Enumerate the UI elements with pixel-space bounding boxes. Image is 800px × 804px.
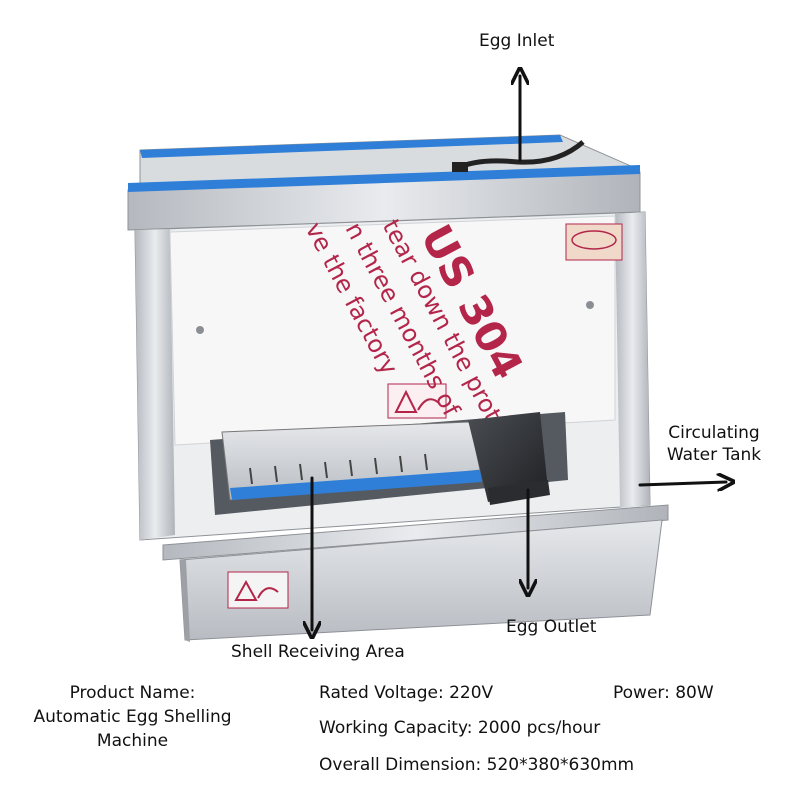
product-name-label: Product Name: [69,683,196,703]
circulating-water-tank-label: Circulating Water Tank [654,422,774,466]
brand-plate [565,223,623,261]
film-sticker-icon [387,383,447,419]
power-spec: Power: 80W [613,683,714,703]
egg-inlet-label: Egg Inlet [479,31,555,51]
circulating-water-tank [162,504,669,642]
water-tank-label-line1: Circulating [668,423,760,443]
product-name-line1: Automatic Egg Shelling [33,707,232,727]
overall-dimension-spec: Overall Dimension: 520*380*630mm [319,755,635,775]
shell-receiving-area-label: Shell Receiving Area [231,642,405,662]
product-name-block: Product Name: Automatic Egg Shelling Mac… [10,681,255,753]
water-tank-label-line2: Water Tank [666,445,762,465]
shell-tray [210,412,568,515]
egg-outlet-label: Egg Outlet [506,617,597,637]
rated-voltage-spec: Rated Voltage: 220V [319,683,494,703]
egg-hopper [127,134,641,231]
tank-sticker [227,571,289,609]
working-capacity-spec: Working Capacity: 2000 pcs/hour [319,718,601,738]
water-tank-arrow [638,482,726,485]
egg-outlet-chute [468,412,548,502]
callout-arrows [312,76,726,630]
product-name-line2: Machine [96,731,169,751]
